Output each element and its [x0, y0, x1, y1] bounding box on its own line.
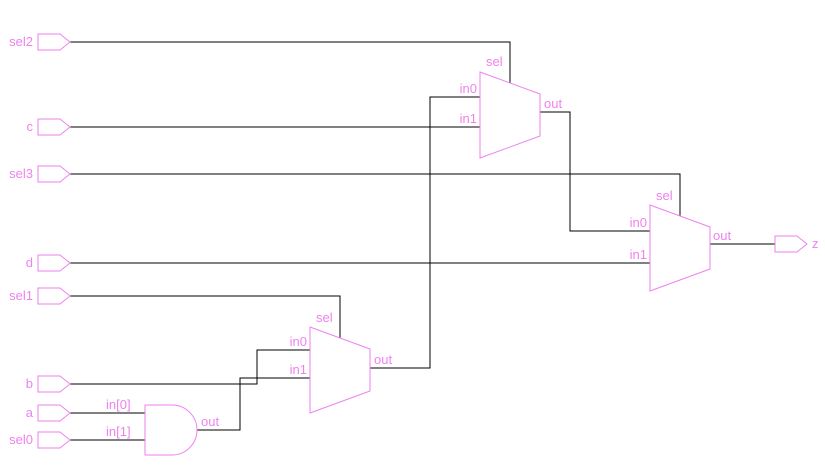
- mux-right-in1-label: in1: [630, 247, 647, 262]
- port-label-b: b: [26, 376, 33, 391]
- mux-top-in1-label: in1: [460, 111, 477, 126]
- port-label-sel1: sel1: [9, 288, 33, 303]
- port-label-a: a: [26, 405, 34, 420]
- port-symbol-sel0[interactable]: [37, 431, 71, 449]
- mux-bottom-symbol[interactable]: [309, 326, 371, 414]
- mux-top-out-label: out: [544, 96, 562, 111]
- wire-mux-bottom-out-to-mux-top-in0[interactable]: [370, 96, 480, 369]
- port-symbol-b[interactable]: [37, 375, 71, 393]
- mux-top-sel-label: sel: [486, 54, 503, 69]
- wires-layer: [70, 41, 775, 441]
- port-label-c: c: [27, 119, 34, 134]
- port-symbol-sel1[interactable]: [37, 287, 71, 305]
- port-label-d: d: [26, 255, 33, 270]
- port-label-sel2: sel2: [9, 34, 33, 49]
- symbols-layer: [37, 33, 808, 456]
- wire-sel2-to-mux-top-sel[interactable]: [70, 41, 511, 83]
- wire-b-to-mux-bottom-in0[interactable]: [70, 349, 310, 385]
- mux-bottom-in0-label: in0: [290, 334, 307, 349]
- port-symbol-d[interactable]: [37, 254, 71, 272]
- labels-layer: sel2 c sel3 d sel1 b a sel0 z sel in0 in…: [9, 34, 818, 447]
- port-symbol-sel2[interactable]: [37, 33, 71, 51]
- mux-right-out-label: out: [713, 228, 731, 243]
- mux-bottom-in1-label: in1: [290, 362, 307, 377]
- port-label-sel0: sel0: [9, 432, 33, 447]
- mux-top-symbol[interactable]: [479, 71, 541, 159]
- port-label-sel3: sel3: [9, 166, 33, 181]
- wire-sel1-to-mux-bottom-sel[interactable]: [70, 295, 341, 338]
- mux-top-in0-label: in0: [460, 81, 477, 96]
- wire-and-out-to-mux-bottom-in1[interactable]: [197, 377, 310, 431]
- port-symbol-z[interactable]: [774, 235, 808, 253]
- port-symbol-a[interactable]: [37, 404, 71, 422]
- port-symbol-sel3[interactable]: [37, 165, 71, 183]
- and-in1-label: in[1]: [106, 424, 131, 439]
- and-out-label: out: [201, 414, 219, 429]
- mux-right-sel-label: sel: [656, 188, 673, 203]
- port-label-z: z: [812, 236, 819, 251]
- port-symbol-c[interactable]: [37, 118, 71, 136]
- mux-bottom-out-label: out: [374, 352, 392, 367]
- mux-right-symbol[interactable]: [649, 204, 711, 292]
- mux-bottom-sel-label: sel: [316, 310, 333, 325]
- and-gate-symbol[interactable]: [144, 404, 198, 456]
- mux-right-in0-label: in0: [630, 215, 647, 230]
- wire-sel3-to-mux-right-sel[interactable]: [70, 173, 681, 216]
- and-in0-label: in[0]: [106, 397, 131, 412]
- wire-mux-top-out-to-mux-right-in0[interactable]: [540, 111, 650, 232]
